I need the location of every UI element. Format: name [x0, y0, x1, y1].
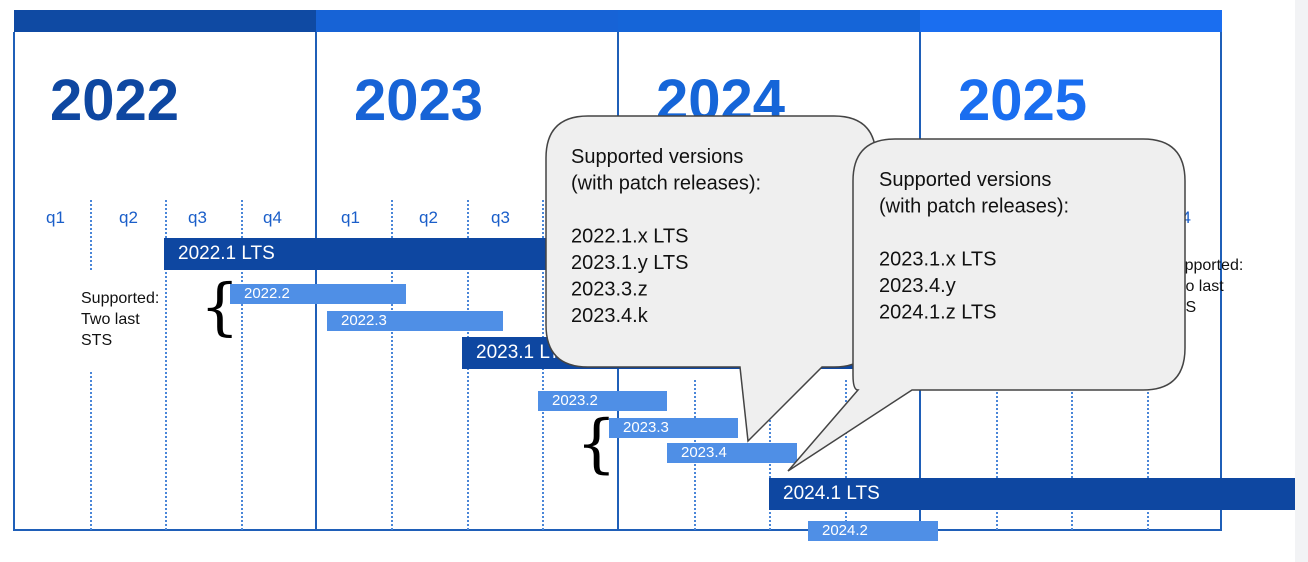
- bubble-1-line: Supported versions: [571, 146, 743, 168]
- year-band-2023: [316, 10, 618, 32]
- release-bar-2024-2: 2024.2: [808, 521, 938, 541]
- bubble-2-line: 2024.1.z LTS: [879, 302, 996, 324]
- quarter-label: q1: [341, 208, 360, 227]
- bubble-2-line: 2023.4.y: [879, 275, 956, 297]
- year-label-2022: 2022: [50, 68, 180, 133]
- callout-bubble-2-text: Supported versions (with patch releases)…: [879, 169, 1075, 324]
- release-bar-2022-3: 2022.3: [327, 311, 503, 331]
- timeline-baseline: [13, 529, 1222, 531]
- quarter-gridline: [1147, 380, 1149, 530]
- bubble-1-line: 2023.1.y LTS: [571, 252, 688, 274]
- quarter-gridline: [90, 200, 92, 270]
- callout-bubble-2-shape: [787, 138, 1186, 472]
- quarter-label: q3: [491, 208, 510, 227]
- bubble-2-line: Supported versions: [879, 169, 1051, 191]
- release-bar-2024-1-lts: 2024.1 LTS: [769, 478, 1295, 510]
- quarter-gridline: [845, 380, 847, 530]
- quarter-label: q3: [188, 208, 207, 227]
- bracket-brace-2023: {: [576, 407, 617, 481]
- release-bar-2023-3: 2023.3: [609, 418, 738, 438]
- bubble-2-line: 2023.1.x LTS: [879, 249, 996, 271]
- year-panel-2023: [315, 32, 618, 530]
- release-bar-2023-4: 2023.4: [667, 443, 797, 463]
- year-panel-2022: [13, 32, 316, 530]
- quarter-gridline: [391, 200, 393, 530]
- callout-bubble-1-shape: [545, 115, 877, 443]
- quarter-gridline: [1071, 380, 1073, 530]
- bracket-brace-2022: {: [200, 270, 240, 343]
- year-label-2025: 2025: [958, 68, 1088, 133]
- quarter-label: q1: [46, 208, 65, 227]
- bubble-1-line: (with patch releases):: [571, 173, 761, 195]
- quarter-gridline: [165, 200, 167, 530]
- quarter-label: q2: [419, 208, 438, 227]
- quarter-label: q2: [119, 208, 138, 227]
- supported-sts-note-2022: Supported: Two last STS: [81, 290, 160, 349]
- quarter-gridline: [90, 372, 92, 530]
- bubble-1-line: 2023.3.z: [571, 279, 648, 301]
- bubble-1-line: 2023.4.k: [571, 305, 649, 327]
- bubble-1-line: 2022.1.x LTS: [571, 226, 688, 248]
- quarter-label: q4: [263, 208, 282, 227]
- page-right-gutter: [1295, 0, 1308, 562]
- year-band-2024: [618, 10, 920, 32]
- callout-bubble-1-text: Supported versions (with patch releases)…: [571, 146, 767, 327]
- year-label-2023: 2023: [354, 68, 484, 133]
- quarter-gridline: [241, 200, 243, 530]
- release-bar-2022-2: 2022.2: [230, 284, 406, 304]
- year-band-2022: [14, 10, 316, 32]
- bubble-2-line: (with patch releases):: [879, 196, 1069, 218]
- release-bar-2023-2: 2023.2: [538, 391, 667, 411]
- quarter-gridline: [996, 380, 998, 530]
- year-band-2025: [920, 10, 1222, 32]
